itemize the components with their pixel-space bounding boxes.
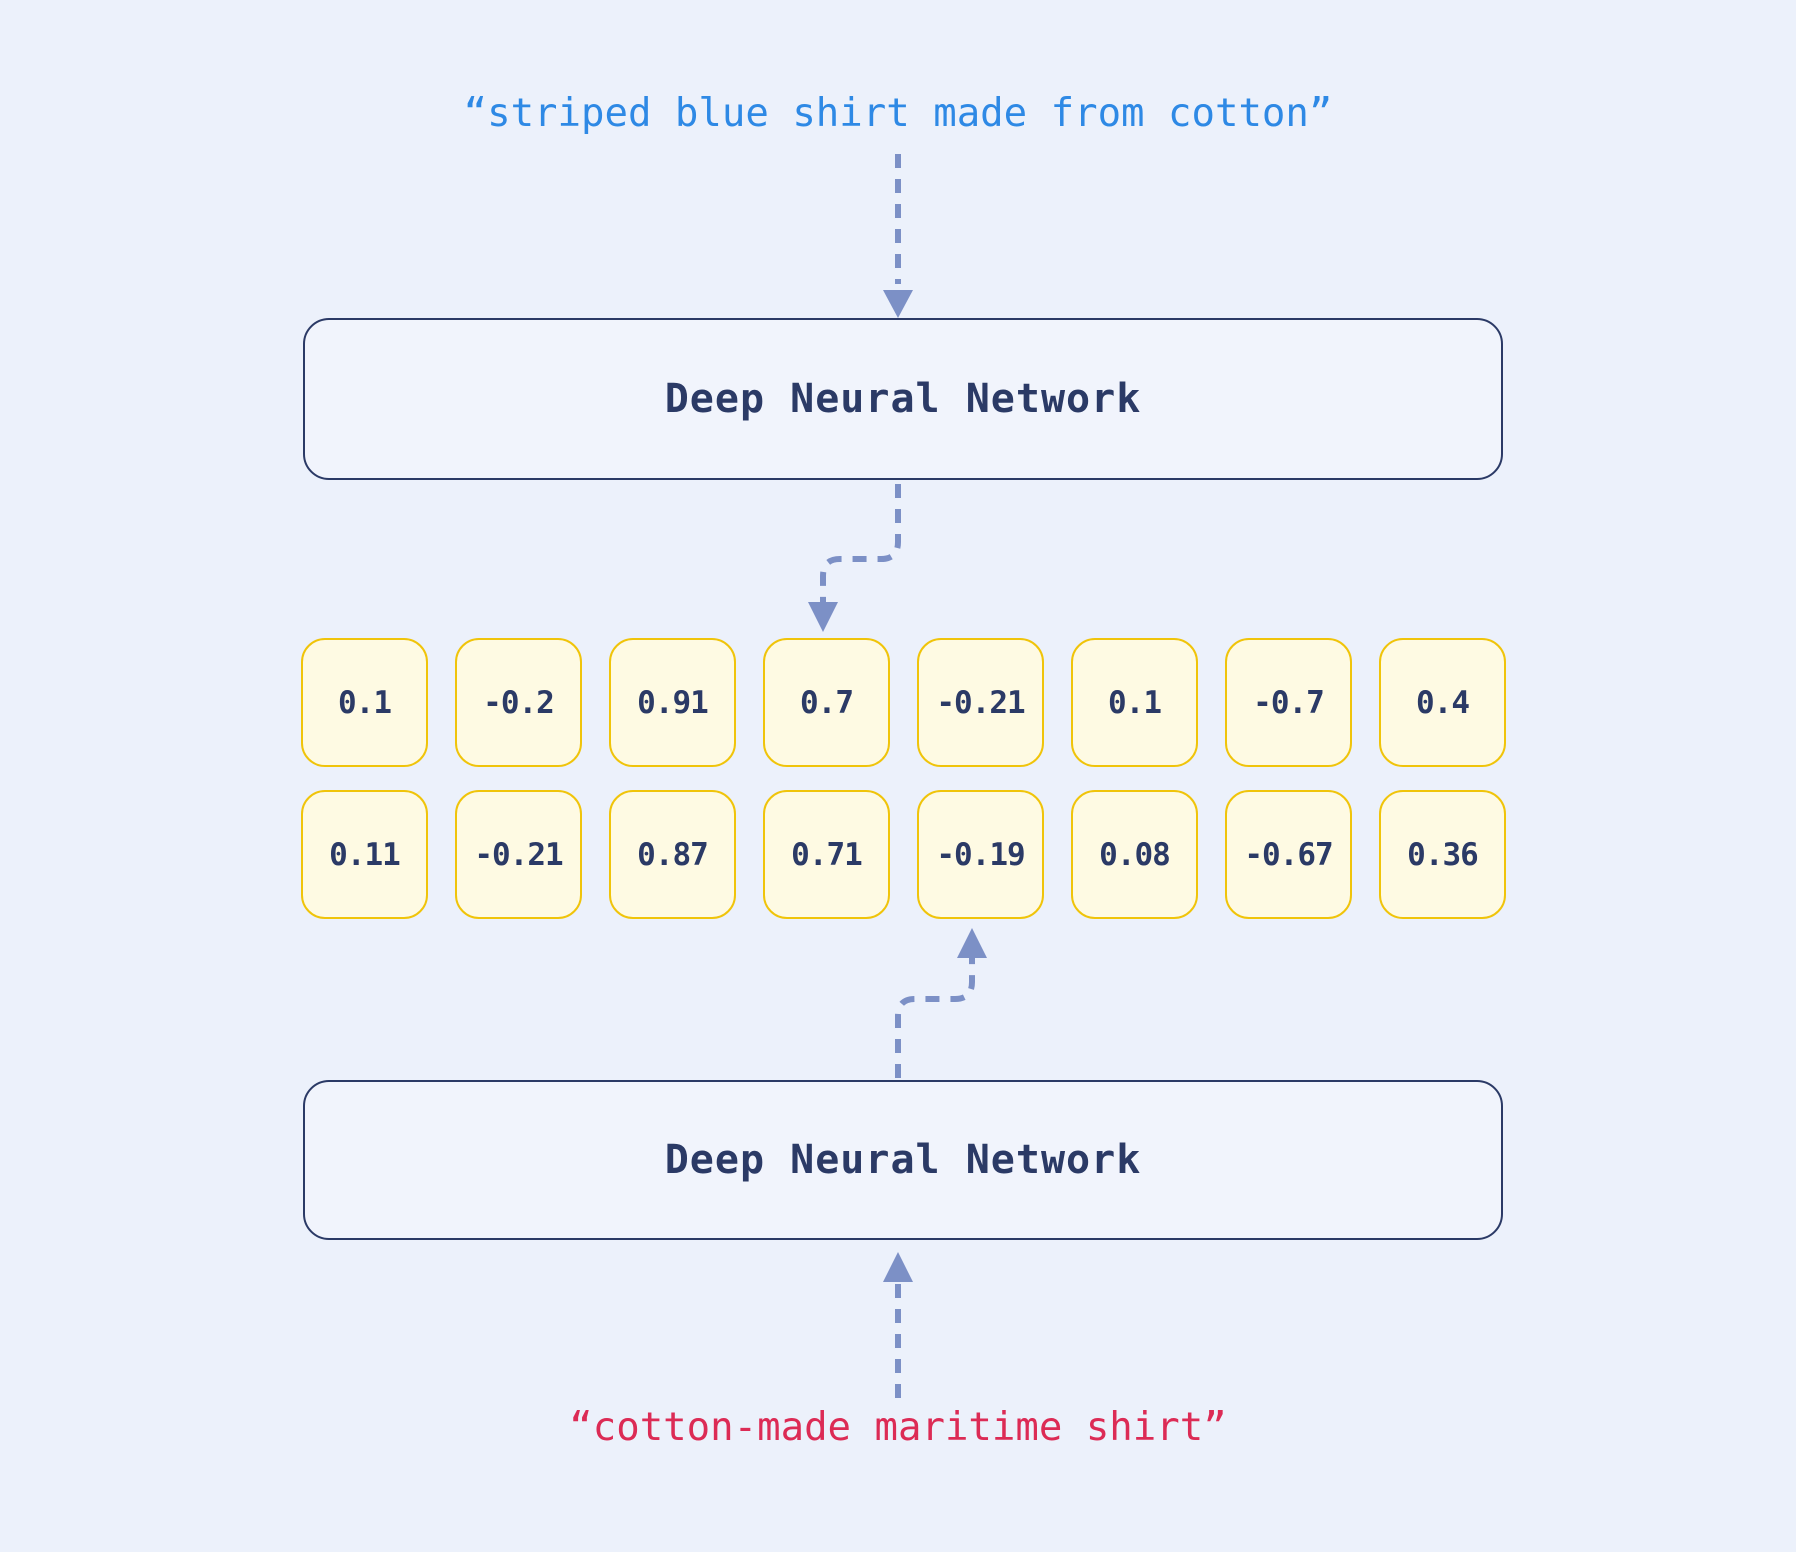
dnn-box-bottom-label: Deep Neural Network [664,1137,1142,1183]
embedding-cell: 0.7 [763,638,890,767]
embedding-cell: 0.08 [1071,790,1198,919]
embedding-cell: -0.2 [455,638,582,767]
dnn-box-top: Deep Neural Network [303,318,1503,480]
elbow-up-arrow-dnn-to-embedding [895,928,987,1078]
embedding-cell: 0.1 [301,638,428,767]
embedding-cell: 0.71 [763,790,890,919]
embedding-cell: -0.21 [917,638,1044,767]
embedding-cell: 0.87 [609,790,736,919]
embedding-cell: 0.1 [1071,638,1198,767]
embedding-cell: 0.4 [1379,638,1506,767]
up-arrow-query-to-dnn [883,1252,913,1398]
embedding-cell: -0.67 [1225,790,1352,919]
top-query-text: “striped blue shirt made from cotton” [463,91,1333,136]
embedding-cell: -0.19 [917,790,1044,919]
embedding-cell: 0.91 [609,638,736,767]
dnn-box-top-label: Deep Neural Network [664,376,1142,422]
embedding-cell: 0.11 [301,790,428,919]
embedding-cell: -0.7 [1225,638,1352,767]
bottom-query-text: “cotton-made maritime shirt” [569,1405,1227,1450]
elbow-down-arrow-dnn-to-embedding [808,484,901,632]
embedding-cell: 0.36 [1379,790,1506,919]
down-arrow-query-to-dnn [883,154,913,318]
dnn-box-bottom: Deep Neural Network [303,1080,1503,1240]
embedding-cell: -0.21 [455,790,582,919]
